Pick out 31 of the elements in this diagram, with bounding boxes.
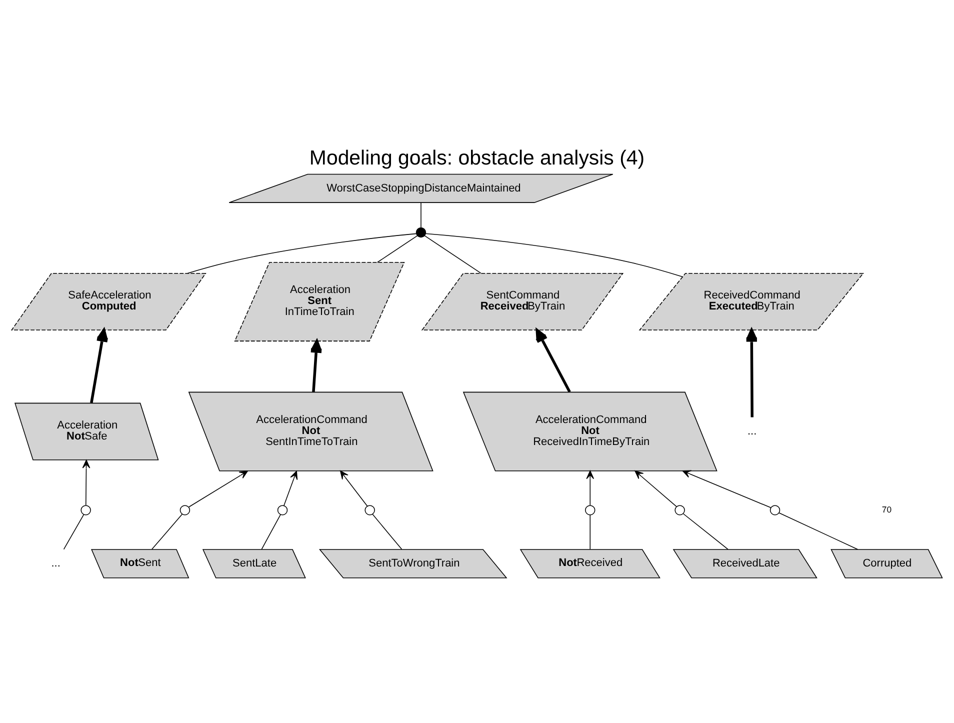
connector — [778, 512, 858, 550]
connector — [420, 202, 422, 228]
connector — [376, 235, 418, 263]
node-circle — [364, 505, 375, 516]
node-circle — [416, 227, 426, 238]
node-circle — [770, 505, 780, 516]
diagram-title: Modeling goals: obstacle analysis (4) — [309, 146, 645, 170]
node-text: ... — [747, 425, 757, 438]
arrow — [188, 470, 248, 508]
arrow — [340, 470, 368, 506]
arrow — [682, 470, 772, 508]
label: 70 — [882, 504, 892, 514]
connector — [590, 514, 591, 550]
node-circle — [80, 505, 91, 516]
connector — [372, 514, 402, 550]
node-text: ... — [51, 558, 60, 570]
connector — [261, 514, 281, 550]
node-circle — [585, 505, 596, 516]
connector — [63, 514, 84, 550]
node-circle — [277, 505, 288, 516]
connector — [186, 233, 417, 274]
connector — [425, 233, 683, 278]
arrow — [82, 460, 90, 506]
connector — [682, 513, 728, 550]
arrow — [284, 470, 298, 506]
arrow — [634, 470, 678, 508]
arrow — [586, 470, 594, 506]
connector — [152, 514, 183, 550]
connector — [424, 235, 482, 274]
node-circle — [180, 505, 190, 516]
node-circle — [674, 505, 685, 516]
